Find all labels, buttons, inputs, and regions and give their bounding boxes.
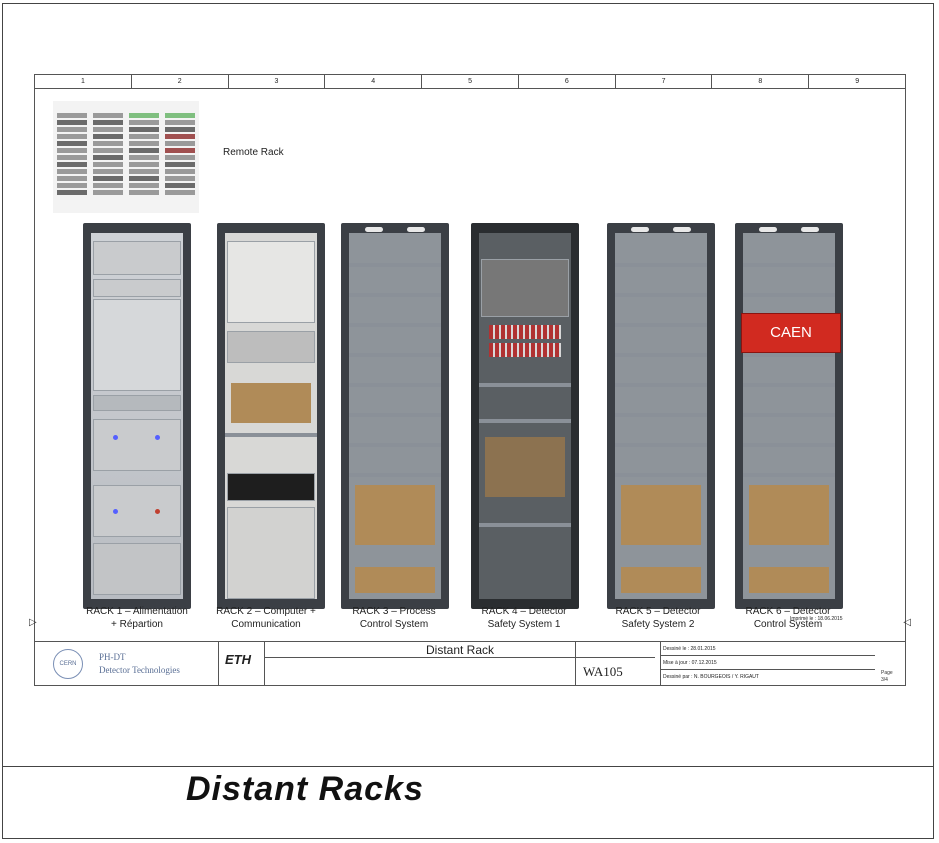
rack-thumbnail xyxy=(165,105,195,209)
wa105-cell xyxy=(575,642,661,686)
title-block: CERN PH-DT Detector Technologies ETH Dis… xyxy=(35,641,905,686)
drawn-date: Dessiné le : 28.01.2015 xyxy=(661,642,875,656)
rack-1-photo xyxy=(83,223,191,609)
eth-cell xyxy=(219,642,265,686)
remote-rack-thumbnails xyxy=(53,101,199,213)
zone-cell: 1 xyxy=(35,75,132,88)
page-caption: Distant Racks xyxy=(186,770,424,808)
page-number: Page 3/4 xyxy=(881,670,893,683)
rack-6-photo xyxy=(735,223,843,609)
zone-cell: 6 xyxy=(519,75,616,88)
org-cell xyxy=(35,642,219,686)
zone-cell: 9 xyxy=(855,78,860,85)
rack-5-photo xyxy=(607,223,715,609)
rack-4-photo xyxy=(471,223,579,609)
org-name: PH-DT Detector Technologies xyxy=(99,652,180,675)
rack-thumbnail xyxy=(129,105,159,209)
rack-2-photo xyxy=(217,223,325,609)
rack-1-label: RACK 1 – Alimentation+ Répartion xyxy=(86,606,188,630)
drawing-title: Distant Rack xyxy=(265,642,655,658)
drawn-by: Dessiné par : N. BOURGEOIS / Y. RIGAUT xyxy=(663,674,759,680)
rack-thumbnail xyxy=(93,105,123,209)
page-frame xyxy=(2,3,934,839)
revision-table: Dessiné le : 28.01.2015 Mise à jour : 07… xyxy=(661,642,875,686)
rack-thumbnail xyxy=(57,105,87,209)
zone-cell: 4 xyxy=(325,75,423,88)
zone-cell: 8 xyxy=(712,75,810,88)
rack-3-photo xyxy=(341,223,449,609)
updated-date: Mise à jour : 07.12.2015 xyxy=(661,656,875,670)
caen-label: CAEN xyxy=(741,313,841,353)
wa105-logo: WA105 xyxy=(583,664,623,679)
eth-logo: ETH xyxy=(225,652,251,667)
divider xyxy=(2,766,934,767)
cern-logo-icon: CERN xyxy=(53,649,83,679)
rack-2-label: RACK 2 – Computer +Communication xyxy=(216,606,316,630)
zone-cell: 2 xyxy=(132,75,229,88)
right-edge-marker: ◁ xyxy=(903,617,911,628)
left-edge-marker: ▷ xyxy=(29,617,37,628)
remote-rack-label: Remote Rack xyxy=(223,147,284,158)
zone-cell: 3 xyxy=(229,75,326,88)
zone-cell: 7 xyxy=(616,75,713,88)
drawing-sheet: 1 2 3 4 5 6 7 8 9 ▷ ◁ Remote Rack xyxy=(29,74,911,686)
zone-bar: 1 2 3 4 5 6 7 8 9 xyxy=(35,75,905,89)
printed-date: Imprimé le : 18.06.2015 xyxy=(790,616,843,622)
zone-cell: 5 xyxy=(422,75,519,88)
